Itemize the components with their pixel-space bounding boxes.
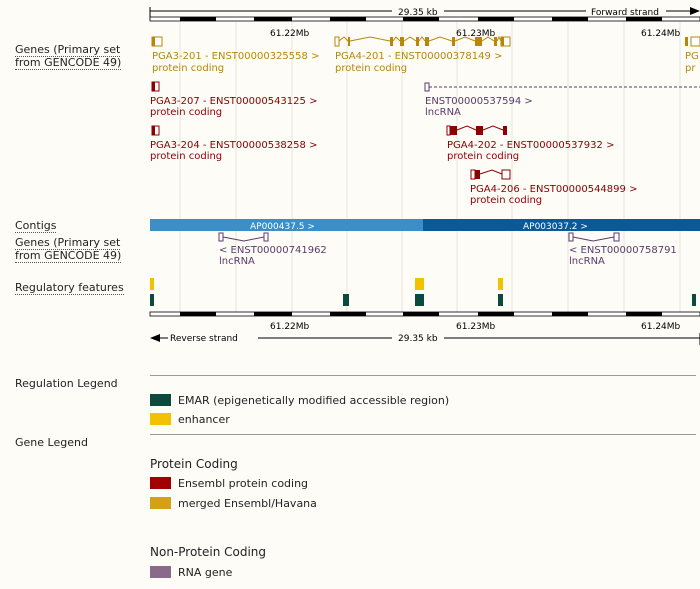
swatch	[150, 477, 171, 489]
transcript-biotype: lncRNA	[219, 256, 255, 267]
transcript-name: PGA4-202 - ENST00000537932 >	[447, 140, 614, 151]
label-line: from GENCODE 49)	[15, 56, 122, 70]
track-label-genes-reverse[interactable]: Genes (Primary set from GENCODE 49)	[15, 236, 122, 263]
emar-feature[interactable]	[498, 294, 503, 306]
legend-item-ensembl-protein-coding: Ensembl protein coding	[150, 476, 308, 490]
enhancer-feature[interactable]	[150, 278, 154, 290]
tick-label-3: 61.24Mb	[641, 322, 681, 332]
gene-pga4-202[interactable]: protein coding PGA4-202 - ENST0000053793…	[446, 125, 614, 162]
transcript-biotype: lncRNA	[425, 107, 461, 118]
transcript-name: < ENST00000758791	[569, 245, 677, 256]
transcript-name: ENST00000537594 >	[425, 96, 533, 107]
legend-label: merged Ensembl/Havana	[178, 496, 317, 510]
emar-feature[interactable]	[343, 294, 349, 306]
protein-coding-title: Protein Coding	[150, 457, 238, 471]
enhancer-feature[interactable]	[498, 278, 503, 290]
label-line: Genes (Primary set	[15, 43, 121, 57]
track-label-regulatory[interactable]: Regulatory features	[15, 281, 124, 295]
transcript-name: PGA3-201 - ENST00000325558 >	[152, 51, 319, 62]
non-protein-coding-title: Non-Protein Coding	[150, 545, 267, 559]
gene-enst00000537594[interactable]: ENST00000537594 > lncRNA	[424, 82, 700, 118]
swatch	[150, 497, 171, 509]
swatch	[150, 413, 171, 425]
track-canvas: 29.35 kb Forward strand 61.22Mb 61.23Mb …	[149, 7, 700, 345]
legend-label: RNA gene	[178, 565, 233, 579]
emar-feature[interactable]	[150, 294, 154, 306]
regulatory-track	[150, 278, 696, 306]
tick-label-2: 61.23Mb	[456, 322, 496, 332]
gene-pga4-206[interactable]: PGA4-206 - ENST00000544899 > protein cod…	[470, 169, 637, 206]
transcript-name: PGA4-206 - ENST00000544899 >	[470, 184, 637, 195]
swatch	[150, 566, 171, 578]
contig-ap003037[interactable]	[423, 219, 700, 231]
transcript-name: PGA4-201 - ENST00000378149 >	[335, 51, 502, 62]
swatch	[150, 394, 171, 406]
label-line: Contigs	[15, 219, 57, 233]
track-label-contigs[interactable]: Contigs	[15, 219, 57, 233]
transcript-biotype: protein coding	[152, 63, 224, 74]
transcript-biotype: lncRNA	[569, 256, 605, 267]
gene-pga3-207[interactable]: PGA3-207 - ENST00000543125 > protein cod…	[150, 81, 317, 118]
transcript-name: < ENST00000741962	[219, 245, 327, 256]
contig-ap000437[interactable]	[150, 219, 423, 231]
legend-divider	[150, 434, 696, 435]
transcript-biotype: protein coding	[150, 151, 222, 162]
transcript-biotype: protein coding	[447, 151, 519, 162]
tick-label-2: 61.23Mb	[456, 29, 496, 39]
gene-partial-right[interactable]: PG pr	[685, 36, 700, 74]
label-line: Genes (Primary set	[15, 236, 121, 250]
emar-feature[interactable]	[692, 294, 696, 306]
gene-pga3-201[interactable]: PGA3-201 - ENST00000325558 > protein cod…	[151, 36, 319, 74]
transcript-biotype: protein coding	[470, 195, 542, 206]
contig-track: AP000437.5 > AP003037.2 >	[150, 219, 700, 232]
top-span-label: 29.35 kb	[398, 8, 438, 18]
gene-enst00000758791[interactable]: < ENST00000758791 lncRNA	[568, 232, 677, 267]
regulation-legend-title: Regulation Legend	[15, 377, 118, 390]
forward-strand-label: Forward strand	[591, 8, 659, 18]
tick-label-1: 61.22Mb	[270, 322, 310, 332]
transcript-biotype: pr	[685, 63, 696, 74]
reverse-strand-label: Reverse strand	[170, 334, 238, 344]
track-label-genes-forward[interactable]: Genes (Primary set from GENCODE 49)	[15, 43, 122, 70]
enhancer-feature[interactable]	[415, 278, 424, 290]
label-line: from GENCODE 49)	[15, 249, 122, 263]
transcript-name: PG	[685, 51, 699, 62]
legend-item-rna-gene: RNA gene	[150, 565, 232, 579]
transcript-name: PGA3-204 - ENST00000538258 >	[150, 140, 317, 151]
top-scale: 29.35 kb Forward strand 61.22Mb 61.23Mb …	[149, 7, 700, 39]
transcript-biotype: protein coding	[335, 63, 407, 74]
gene-pga4-201[interactable]: PGA4-201 - ENST00000378149 > protein cod…	[334, 35, 511, 74]
transcript-biotype: protein coding	[150, 107, 222, 118]
legend-divider	[150, 375, 696, 376]
legend-item-emar: EMAR (epigenetically modified accessible…	[150, 393, 449, 407]
label-line: Regulatory features	[15, 281, 124, 295]
legend-label: Ensembl protein coding	[178, 476, 309, 490]
gene-legend-title: Gene Legend	[15, 436, 88, 449]
legend-label: EMAR (epigenetically modified accessible…	[178, 393, 450, 407]
legend-item-merged: merged Ensembl/Havana	[150, 496, 317, 510]
bottom-scale: 61.22Mb 61.23Mb 61.24Mb Reverse strand 2…	[149, 311, 700, 345]
gene-pga3-204[interactable]: PGA3-204 - ENST00000538258 > protein cod…	[150, 125, 317, 162]
bottom-span-label: 29.35 kb	[398, 334, 438, 344]
tick-label-1: 61.22Mb	[270, 29, 310, 39]
legend-item-enhancer: enhancer	[150, 412, 230, 426]
legend-label: enhancer	[178, 412, 230, 426]
transcript-name: PGA3-207 - ENST00000543125 >	[150, 96, 317, 107]
tick-label-3: 61.24Mb	[641, 29, 681, 39]
emar-feature[interactable]	[415, 294, 424, 306]
gene-enst00000741962[interactable]: < ENST00000741962 lncRNA	[218, 232, 327, 267]
contig-label: AP003037.2 >	[523, 222, 588, 232]
contig-label: AP000437.5 >	[250, 222, 315, 232]
grid-lines	[179, 22, 681, 312]
